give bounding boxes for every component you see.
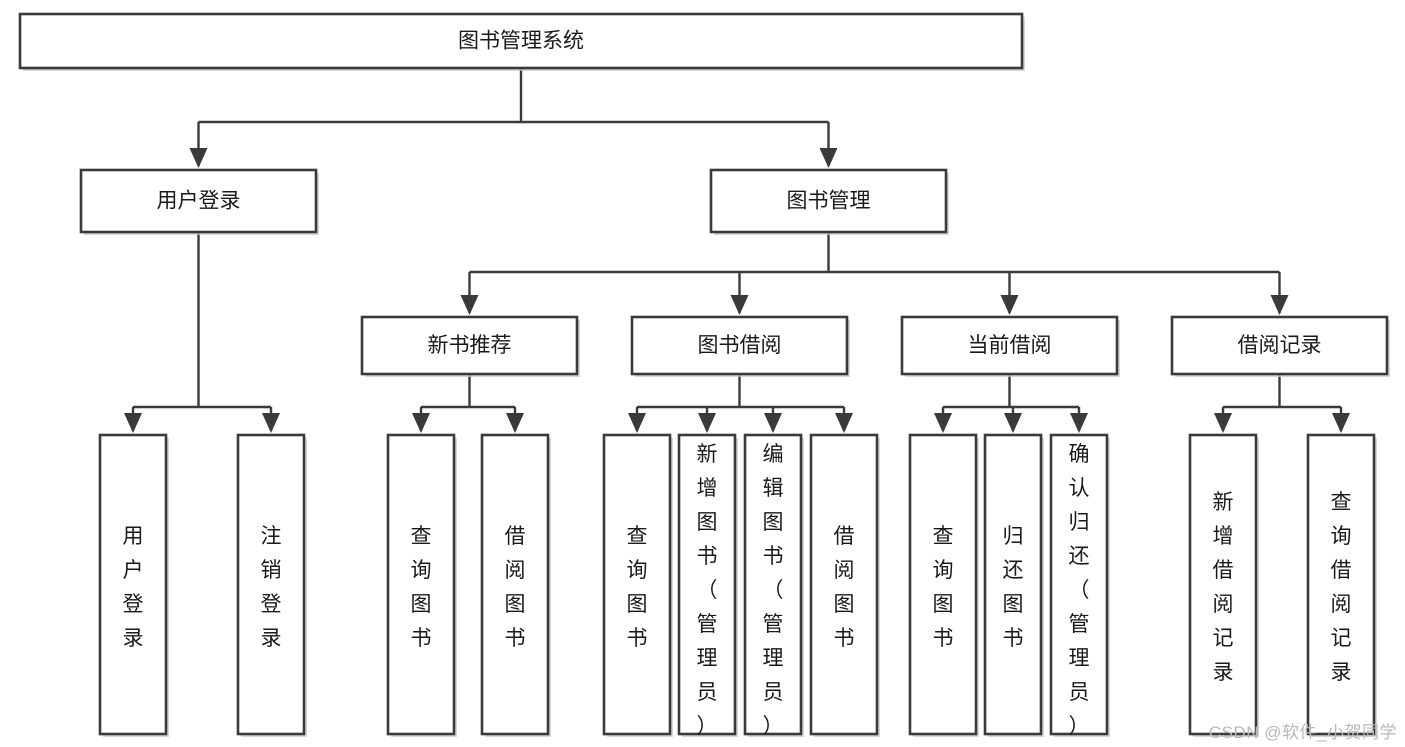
- node-rect[interactable]: [709, 168, 948, 234]
- node-leaf-9-归还图书[interactable]: 归还图书: [983, 433, 1044, 737]
- node-leaf-5-新增图书管理员[interactable]: 新增图书（管理员）: [677, 433, 738, 738]
- node-l2-1-图书管理[interactable]: 图书管理: [709, 168, 949, 235]
- node-leaf-8-查询图书[interactable]: 查询图书: [908, 433, 979, 737]
- node-rect[interactable]: [1188, 433, 1258, 736]
- arrow-head-icon: [1332, 413, 1350, 433]
- node-leaf-6-编辑图书管理员[interactable]: 编辑图书（管理员）: [743, 433, 804, 738]
- node-label: 查询图书: [411, 525, 432, 650]
- arrow-head-icon: [1214, 413, 1232, 433]
- arrow-head-icon: [819, 148, 838, 168]
- node-label: 注销登录: [261, 525, 282, 650]
- node-leaf-3-借阅图书[interactable]: 借阅图书: [480, 433, 551, 737]
- node-label: 确认归还（管理员）: [1069, 443, 1090, 738]
- node-leaf-7-借阅图书[interactable]: 借阅图书: [809, 433, 880, 737]
- node-label: 当前借阅: [968, 334, 1052, 357]
- node-label: 查询图书: [627, 525, 648, 650]
- node-label: 归还图书: [1003, 525, 1024, 650]
- node-label: 用户登录: [123, 525, 144, 650]
- node-l3-1-图书借阅[interactable]: 图书借阅: [630, 315, 850, 377]
- node-leaf-0-用户登录[interactable]: 用户登录: [98, 433, 169, 737]
- node-l3-2-当前借阅[interactable]: 当前借阅: [900, 315, 1120, 377]
- node-rect[interactable]: [630, 315, 849, 376]
- watermark-text: CSDN @软件_小贺同学: [1208, 723, 1397, 742]
- arrow-head-icon: [934, 413, 952, 433]
- node-rect[interactable]: [236, 433, 306, 736]
- node-label: 借阅图书: [505, 525, 526, 650]
- node-label: 图书管理: [787, 190, 871, 213]
- node-l3-0-新书推荐[interactable]: 新书推荐: [360, 315, 580, 377]
- node-leaf-1-注销登录[interactable]: 注销登录: [236, 433, 307, 737]
- arrow-head-icon: [835, 413, 853, 433]
- nodes-layer: 图书管理系统用户登录图书管理新书推荐图书借阅当前借阅借阅记录用户登录注销登录查询…: [18, 12, 1390, 738]
- arrow-head-icon: [698, 413, 716, 433]
- node-rect[interactable]: [983, 433, 1043, 736]
- node-rect[interactable]: [1049, 433, 1109, 736]
- node-label: 新增借阅记录: [1213, 491, 1234, 684]
- node-label: 新书推荐: [428, 334, 512, 357]
- arrow-head-icon: [262, 413, 280, 433]
- arrow-head-icon: [189, 148, 208, 168]
- node-rect[interactable]: [1170, 315, 1389, 376]
- node-rect[interactable]: [360, 315, 579, 376]
- node-label: 图书管理系统: [458, 30, 584, 53]
- arrow-head-icon: [460, 295, 479, 315]
- arrow-head-icon: [764, 413, 782, 433]
- node-rect[interactable]: [1306, 433, 1376, 736]
- node-rect[interactable]: [908, 433, 978, 736]
- arrow-head-icon: [1070, 413, 1088, 433]
- node-label: 借阅记录: [1238, 334, 1322, 357]
- arrow-head-icon: [1270, 295, 1289, 315]
- node-label: 用户登录: [157, 190, 241, 213]
- node-rect[interactable]: [18, 12, 1024, 70]
- node-label: 图书借阅: [698, 334, 782, 357]
- node-rect[interactable]: [677, 433, 737, 736]
- arrow-head-icon: [1000, 295, 1019, 315]
- node-root-0-图书管理系统[interactable]: 图书管理系统: [18, 12, 1025, 71]
- node-label: 借阅图书: [834, 525, 855, 650]
- node-rect[interactable]: [480, 433, 550, 736]
- node-rect[interactable]: [386, 433, 456, 736]
- node-rect[interactable]: [743, 433, 803, 736]
- node-leaf-12-查询借阅记录[interactable]: 查询借阅记录: [1306, 433, 1377, 737]
- connectors-layer: [124, 68, 1350, 433]
- node-leaf-4-查询图书[interactable]: 查询图书: [602, 433, 673, 737]
- arrow-head-icon: [730, 295, 749, 315]
- node-leaf-10-确认归还管理员[interactable]: 确认归还（管理员）: [1049, 433, 1110, 738]
- arrow-head-icon: [412, 413, 430, 433]
- node-label: 查询借阅记录: [1331, 491, 1352, 684]
- node-rect[interactable]: [79, 168, 318, 234]
- arrow-head-icon: [628, 413, 646, 433]
- node-l3-3-借阅记录[interactable]: 借阅记录: [1170, 315, 1390, 377]
- arrow-head-icon: [1004, 413, 1022, 433]
- node-rect[interactable]: [98, 433, 168, 736]
- node-label: 编辑图书（管理员）: [763, 443, 784, 738]
- node-rect[interactable]: [809, 433, 879, 736]
- node-label: 新增图书（管理员）: [697, 443, 718, 738]
- node-leaf-11-新增借阅记录[interactable]: 新增借阅记录: [1188, 433, 1259, 737]
- node-label: 查询图书: [933, 525, 954, 650]
- node-leaf-2-查询图书[interactable]: 查询图书: [386, 433, 457, 737]
- arrow-head-icon: [506, 413, 524, 433]
- node-l2-0-用户登录[interactable]: 用户登录: [79, 168, 319, 235]
- arrow-head-icon: [124, 413, 142, 433]
- node-rect[interactable]: [602, 433, 672, 736]
- node-rect[interactable]: [900, 315, 1119, 376]
